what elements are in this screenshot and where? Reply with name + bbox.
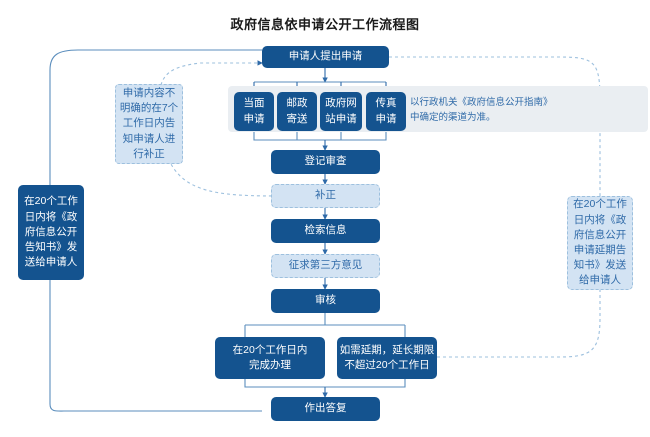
node-retrieve-info[interactable]: 检索信息 bbox=[271, 219, 380, 243]
node-channel-postal[interactable]: 邮政 寄送 bbox=[277, 92, 317, 131]
node-channel-in-person[interactable]: 当面 申请 bbox=[234, 92, 274, 131]
node-correction[interactable]: 补正 bbox=[271, 184, 380, 208]
node-third-party-opinion[interactable]: 征求第三方意见 bbox=[271, 254, 380, 278]
node-registration-review[interactable]: 登记审查 bbox=[271, 150, 380, 174]
note-unclear-application[interactable]: 申请内容不 明确的在7个 工作日内告 知申请人进 行补正 bbox=[115, 84, 183, 164]
note-left-notice-deadline[interactable]: 在20个工作 日内将《政 府信息公开 告知书》发 送给申请人 bbox=[18, 185, 84, 280]
node-start[interactable]: 申请人提出申请 bbox=[262, 46, 389, 68]
node-reply[interactable]: 作出答复 bbox=[271, 397, 380, 421]
note-right-extension-notice[interactable]: 在20个工作 日内将《政 府信息公开 申请延期告 知书》发送 给申请人 bbox=[567, 196, 633, 290]
node-approval[interactable]: 审核 bbox=[271, 289, 380, 313]
node-channel-fax[interactable]: 传真 申请 bbox=[366, 92, 406, 131]
node-branch-complete-20-days[interactable]: 在20个工作日内 完成办理 bbox=[215, 337, 325, 379]
node-branch-extension[interactable]: 如需延期，延长期限 不超过20个工作日 bbox=[337, 337, 437, 379]
channel-note: 以行政机关《政府信息公开指南》 中确定的渠道为准。 bbox=[410, 97, 553, 123]
page-title: 政府信息依申请公开工作流程图 bbox=[230, 17, 420, 32]
node-channel-website[interactable]: 政府网 站申请 bbox=[320, 92, 362, 131]
